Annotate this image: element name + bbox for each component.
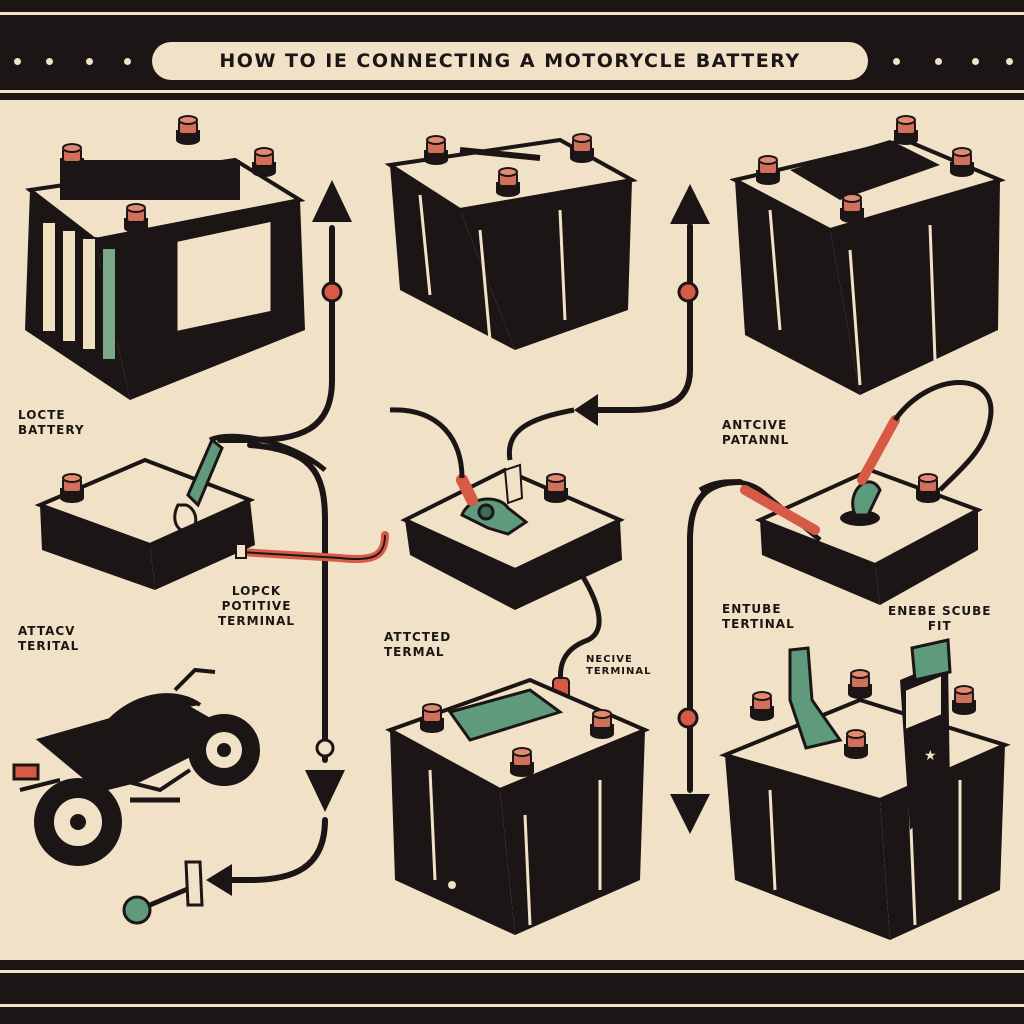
header-rivet (46, 58, 53, 65)
flow-arrows (206, 180, 743, 896)
label-line: ENTUBE (722, 602, 782, 616)
label-lock-positive-terminal: LOPCK POTITIVE TERMINAL (218, 584, 295, 629)
header-rivet (972, 58, 979, 65)
flow-arrow-icon (312, 180, 352, 222)
header-rivet (893, 58, 900, 65)
label-line: POTITIVE (221, 599, 292, 613)
svg-text:★: ★ (924, 748, 937, 764)
header-rule-top (0, 12, 1024, 15)
label-locate-battery: LOCTE BATTERY (18, 408, 85, 438)
flow-arrow-icon (206, 864, 232, 896)
label-line: FIT (927, 619, 952, 633)
flow-arrow-icon (305, 770, 345, 812)
label-line: PATANNL (722, 433, 790, 447)
label-attached-terminal: ATTCTED TERMAL (384, 630, 451, 660)
header-rivet (935, 58, 942, 65)
terminal-clamp-icon (122, 860, 204, 925)
label-entube-terminal: ENTUBE TERTINAL (722, 602, 795, 632)
battery-icon (729, 115, 1006, 395)
label-line: LOPCK (231, 584, 282, 598)
flow-arrow-return (217, 817, 328, 883)
label-line: TERITAL (18, 639, 80, 653)
footer-band (0, 960, 1024, 1024)
header-rivet (124, 58, 131, 65)
label-line: ATTCTED (384, 630, 452, 644)
label-line: ENEBE SCUBE (888, 604, 992, 618)
header-band: HOW TO IE CONNECTING A MOTORYCLE BATTERY (0, 0, 1024, 100)
flow-arrow-down-left (247, 442, 328, 763)
flow-arrow-icon (574, 394, 598, 426)
flow-arrow-icon (670, 184, 710, 224)
page-title: HOW TO IE CONNECTING A MOTORYCLE BATTERY (152, 42, 868, 80)
label-line: TERMAL (384, 645, 445, 659)
motorcycle-icon (12, 667, 260, 866)
footer-rule-bottom (0, 1004, 1024, 1007)
label-enebe-scube-fit: ENEBE SCUBE FIT (888, 604, 992, 634)
label-attach-terminal: ATTACV TERITAL (18, 624, 79, 654)
label-line: NECIVE (586, 654, 633, 665)
battery-icon (25, 115, 306, 400)
label-line: BATTERY (18, 423, 85, 437)
header-rivet (86, 58, 93, 65)
flow-arrow-down-right (687, 479, 743, 793)
label-line: ATTACV (18, 624, 76, 638)
header-rivet (1006, 58, 1013, 65)
battery-icon (698, 380, 994, 605)
battery-icon (384, 133, 638, 350)
battery-icon: ★ (718, 638, 1011, 940)
footer-rule-top (0, 970, 1024, 973)
flow-arrow-icon (670, 794, 710, 834)
terminal-clamp-icon (460, 497, 529, 536)
header-rivet (14, 58, 21, 65)
label-negative-terminal: NECIVE TERMINAL (586, 654, 652, 678)
negative-cable (557, 558, 602, 691)
flow-arrow-up-right (589, 223, 693, 413)
label-line: LOCTE (18, 408, 66, 422)
label-line: TERMINAL (586, 666, 652, 677)
battery-icon (389, 407, 625, 723)
label-antcive-patannl: ANTCIVE PATANNL (722, 418, 789, 448)
battery-icon (385, 677, 651, 935)
battery-icon (34, 433, 389, 590)
label-line: ANTCIVE (722, 418, 788, 432)
header-rule-bottom (0, 90, 1024, 93)
terminal-clamp-icon (173, 437, 224, 533)
label-line: TERTINAL (722, 617, 795, 631)
label-line: TERMINAL (218, 614, 296, 628)
